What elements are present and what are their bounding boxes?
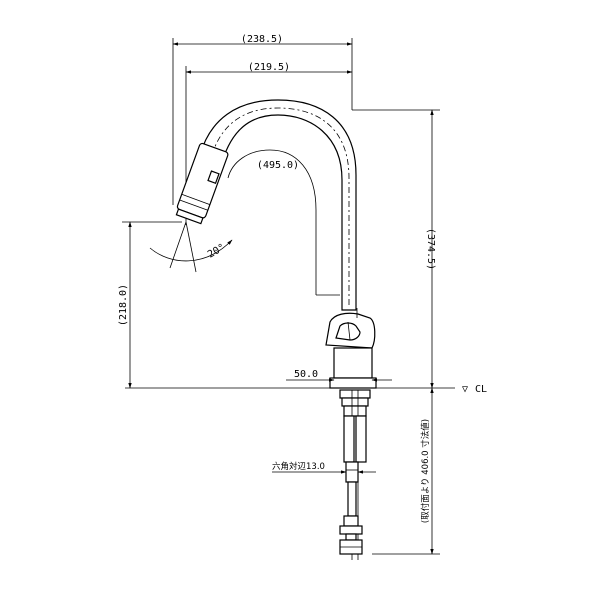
dim-label-495: (495.0): [257, 160, 299, 171]
faucet-body: [325, 308, 377, 389]
dim-label-238: (238.5): [241, 34, 283, 45]
dim-label-218: (218.0): [118, 284, 129, 326]
dim-label-50: 50.0: [294, 369, 318, 380]
dim-label-hex: 六角対辺13.0: [272, 461, 325, 472]
dim-label-406: (取付面より 406.0 寸法値): [420, 419, 431, 523]
dim-outlet-height: (218.0): [118, 221, 182, 389]
dim-label-374: (374.5): [425, 228, 436, 270]
cl-symbol: ▽: [462, 384, 468, 395]
counter-level-line: ▽ CL: [125, 384, 487, 395]
dim-hose-length: (取付面より 406.0 寸法値): [372, 387, 440, 555]
spray-head: [175, 142, 229, 225]
dim-spout-reach-outer: (238.5): [172, 34, 353, 205]
spout: [199, 99, 357, 311]
dim-tilt-angle: 20°: [149, 221, 233, 273]
cl-label: CL: [475, 384, 487, 395]
supply-hoses: [339, 461, 363, 555]
dim-spout-height: (374.5): [352, 109, 440, 389]
dim-body-diameter: 50.0: [286, 369, 392, 382]
dim-label-angle: 20°: [206, 242, 227, 261]
dim-hex-nut: 六角対辺13.0: [272, 461, 376, 474]
dim-spout-length: (495.0): [227, 149, 340, 296]
dim-label-219: (219.5): [248, 62, 290, 73]
